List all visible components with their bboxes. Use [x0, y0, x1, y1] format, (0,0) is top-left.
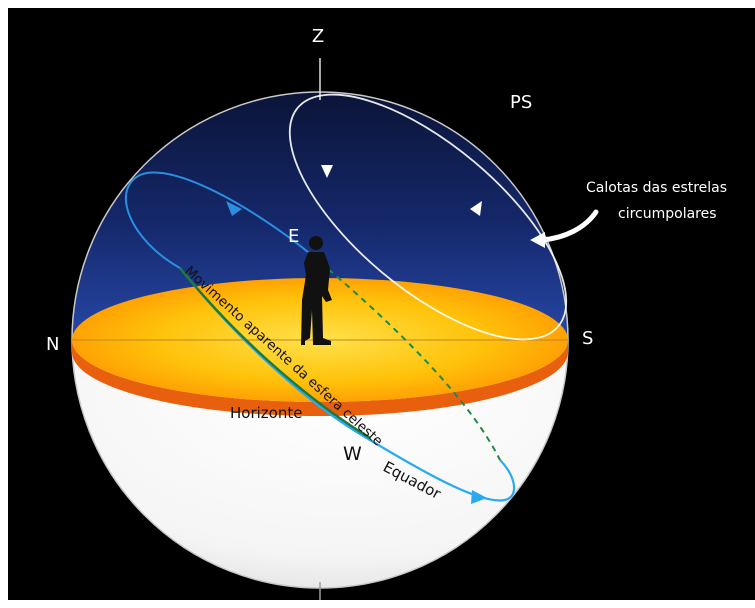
label-south: S — [582, 328, 593, 349]
circumpolar-arrow-up — [470, 201, 482, 216]
movement-line — [179, 267, 371, 440]
horizon-rim — [72, 340, 568, 416]
caption-arrowhead — [530, 232, 545, 248]
circumpolar-arrow-down — [321, 165, 333, 178]
label-south-pole: PS — [510, 92, 532, 113]
label-north: N — [46, 334, 59, 355]
circumpolar-circle — [288, 93, 568, 341]
label-zenith: Z — [312, 26, 324, 47]
label-horizon: Horizonte — [230, 404, 302, 422]
caption-line-1: Calotas das estrelas — [586, 180, 727, 196]
equator-upper-arc — [124, 171, 321, 269]
label-east: E — [288, 226, 299, 247]
label-west: W — [343, 443, 362, 465]
caption-arrow — [539, 209, 599, 243]
equator-arrow-lower — [471, 490, 487, 504]
equator-hidden-dashed — [319, 261, 501, 461]
caption-line-2: circumpolares — [618, 206, 717, 222]
observer-figure — [301, 236, 332, 345]
equator-arrow-upper — [226, 201, 242, 216]
